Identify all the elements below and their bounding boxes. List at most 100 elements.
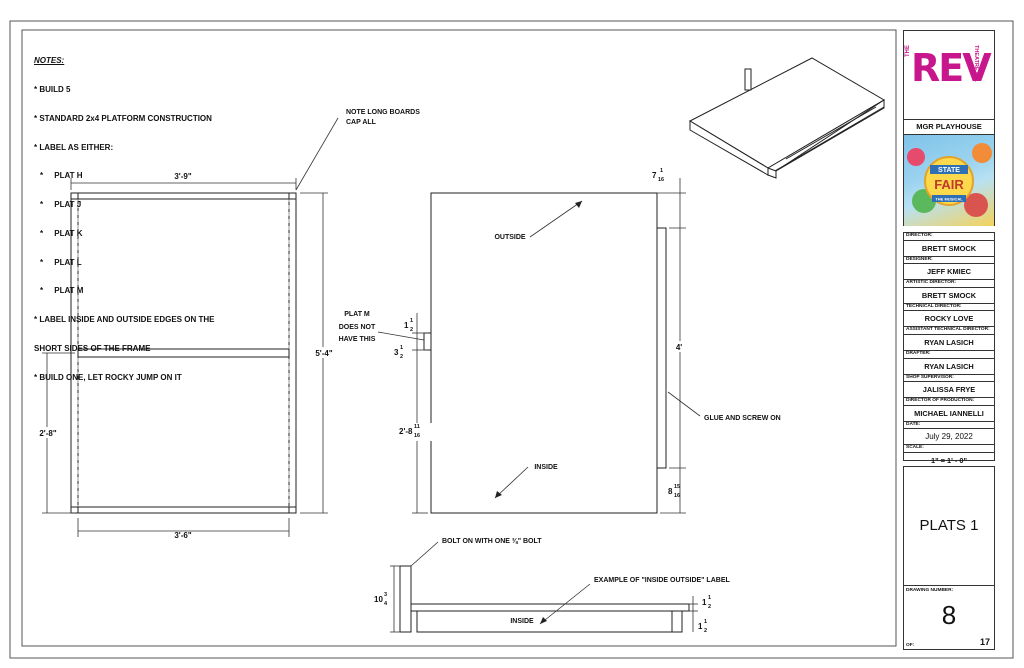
- logo-rev: REV: [911, 46, 992, 90]
- role-value: ROCKY LOVE: [904, 310, 994, 326]
- scale-value: 1" = 1' - 0": [904, 451, 994, 468]
- label-outside: OUTSIDE: [494, 234, 525, 241]
- dim-7-1-16: 7 1 16: [652, 168, 664, 183]
- label-inside-section: INSIDE: [510, 618, 534, 625]
- drawing-number-label: DRAWING NUMBER:: [906, 588, 954, 593]
- svg-text:2: 2: [708, 604, 711, 610]
- platform-section-view: [399, 565, 690, 633]
- dim-1-1-2: 1 1 2: [404, 318, 413, 333]
- role-value: MICHAEL IANNELLI: [904, 404, 994, 421]
- role-label: SCALE:: [904, 444, 994, 452]
- svg-text:3: 3: [384, 592, 387, 598]
- svg-text:1: 1: [704, 619, 707, 625]
- role-label: DATE:: [904, 420, 994, 429]
- label-inside: INSIDE: [534, 464, 558, 471]
- platform-isometric: [688, 57, 885, 179]
- section-dimension-lines: [390, 541, 698, 633]
- rev-logo: THE REV THEATRE CO.: [903, 31, 995, 117]
- dim-10-3-4: 10 3 4: [374, 592, 388, 607]
- outer-border: [9, 20, 1014, 659]
- role-value: RYAN LASICH: [904, 333, 994, 350]
- note-plat: * PLAT J: [40, 200, 82, 210]
- note-plat: * PLAT L: [40, 257, 82, 267]
- notes-header: NOTES:: [34, 56, 65, 66]
- role-value: BRETT SMOCK: [904, 286, 994, 303]
- svg-text:4: 4: [384, 601, 388, 607]
- callout-long-boards-2: CAP ALL: [346, 119, 377, 126]
- svg-text:1: 1: [708, 595, 711, 601]
- svg-text:11: 11: [414, 424, 420, 430]
- svg-text:1: 1: [400, 345, 403, 351]
- note-plat: * PLAT K: [40, 228, 83, 238]
- role-label: SHOP SUPERVISOR:: [904, 373, 994, 382]
- svg-text:1: 1: [404, 321, 409, 330]
- role-label: DIRECTOR:: [906, 233, 933, 238]
- svg-text:10: 10: [374, 595, 383, 604]
- sheet-total: 17: [979, 637, 990, 647]
- callout-plat-m-1: PLAT M: [344, 311, 370, 318]
- poster-subtitle: THE MUSICAL: [935, 197, 963, 202]
- callout-plat-m-3: HAVE THIS: [339, 336, 376, 343]
- note-line: SHORT SIDES OF THE FRAME: [34, 344, 151, 353]
- sheet-title: PLATS 1: [919, 517, 979, 534]
- svg-text:3: 3: [394, 348, 399, 357]
- platform-dimension-lines: [377, 178, 701, 514]
- svg-text:1: 1: [410, 318, 413, 324]
- note-plat: * PLAT H: [40, 171, 83, 181]
- svg-text:16: 16: [674, 493, 680, 499]
- svg-text:16: 16: [414, 433, 420, 439]
- role-label: DRAFTER:: [904, 349, 994, 358]
- callout-example: EXAMPLE OF "INSIDE OUTSIDE" LABEL: [594, 577, 730, 584]
- svg-text:2: 2: [400, 354, 403, 360]
- dim-height: 5'-4": [315, 349, 332, 358]
- role-label: ASSISTANT TECHNICAL DIRECTOR:: [904, 326, 994, 334]
- callout-long-boards-1: NOTE LONG BOARDS: [346, 109, 420, 116]
- note-plat: * PLAT M: [40, 286, 84, 296]
- of-label: OF:: [906, 643, 915, 648]
- callout-bolt: BOLT ON WITH ONE ⅜" BOLT: [442, 538, 542, 545]
- dim-top-width: 3'-9": [174, 172, 191, 181]
- poster-state: STATE: [938, 167, 960, 174]
- dim-section-1-1-2-top: 1 1 2: [702, 595, 711, 610]
- note-line: * STANDARD 2x4 PLATFORM CONSTRUCTION: [34, 113, 212, 123]
- role-label: DIRECTOR OF PRODUCTION:: [904, 397, 994, 405]
- dim-bottom-width: 3'-6": [174, 531, 191, 540]
- venue-name: MGR PLAYHOUSE: [916, 122, 982, 131]
- note-line: * LABEL INSIDE AND OUTSIDE EDGES ON THE: [34, 315, 215, 325]
- logo-co: THEATRE CO.: [973, 45, 979, 82]
- svg-text:2: 2: [410, 327, 413, 333]
- dim-section-1-1-2-bottom: 1 1 2: [698, 619, 707, 634]
- role-value: JALISSA FRYE: [904, 381, 994, 397]
- role-label: ARTISTIC DIRECTOR:: [904, 279, 994, 287]
- drawing-number: 8: [941, 600, 957, 630]
- dim-4ft: 4': [676, 343, 682, 352]
- svg-text:2'-8: 2'-8: [399, 427, 413, 436]
- callout-plat-m-2: DOES NOT: [339, 324, 376, 331]
- frame-top-view: [70, 192, 297, 514]
- role-value: BRETT SMOCK: [904, 239, 994, 256]
- svg-text:16: 16: [658, 177, 664, 183]
- svg-text:1: 1: [698, 622, 703, 631]
- svg-text:8: 8: [668, 487, 673, 496]
- role-value: JEFF KMIEC: [904, 263, 994, 279]
- role-label: DESIGNER:: [904, 255, 994, 264]
- note-line: * BUILD ONE, LET ROCKY JUMP ON IT: [34, 372, 182, 382]
- svg-text:2: 2: [704, 628, 707, 634]
- callout-glue: GLUE AND SCREW ON: [704, 415, 781, 422]
- date-value: July 29, 2022: [904, 428, 994, 444]
- note-line: * BUILD 5: [34, 84, 71, 94]
- drawing-border: [21, 29, 897, 647]
- show-poster: STATE FAIR THE MUSICAL: [904, 135, 994, 226]
- credits-block: DIRECTOR: BRETT SMOCK DESIGNER: JEFF KMI…: [903, 232, 995, 465]
- dim-2-8-11-16: 2'-8 11 16: [399, 424, 420, 439]
- notes-block: NOTES: * BUILD 5 * STANDARD 2x4 PLATFORM…: [34, 37, 214, 392]
- role-value: RYAN LASICH: [904, 357, 994, 374]
- role-label: TECHNICAL DIRECTOR:: [904, 302, 994, 311]
- svg-text:1: 1: [660, 168, 663, 174]
- poster-art: STATE FAIR THE MUSICAL: [907, 143, 992, 217]
- dim-half: 2'-8": [39, 429, 56, 438]
- note-line: * LABEL AS EITHER:: [34, 142, 114, 152]
- dim-3-1-2: 3 1 2: [394, 345, 403, 360]
- svg-text:1: 1: [702, 598, 707, 607]
